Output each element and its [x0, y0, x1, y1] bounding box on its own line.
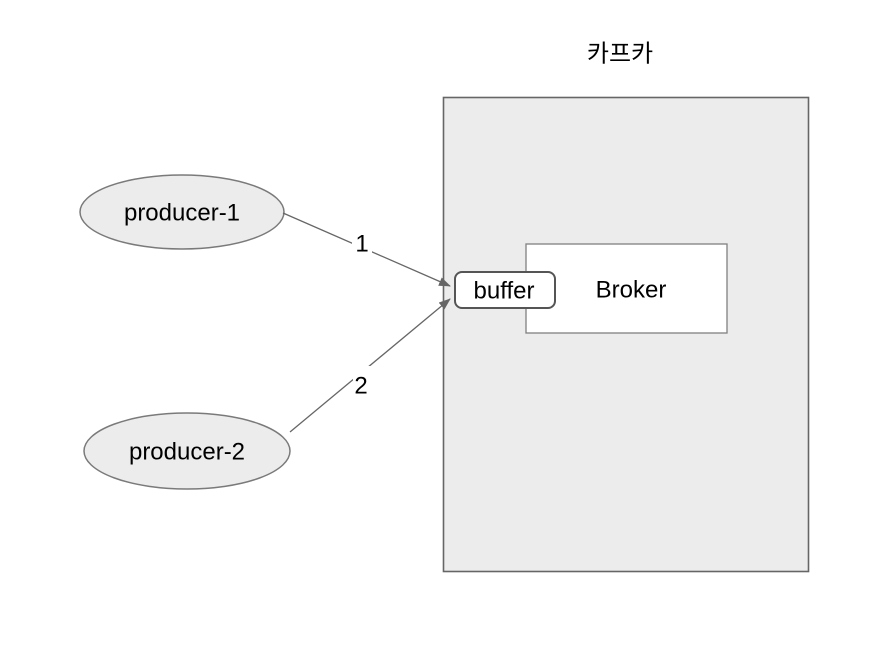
- producer-2-label: producer-2: [129, 439, 245, 466]
- producer-1-label: producer-1: [124, 200, 240, 227]
- producer-2-node: [83, 412, 291, 490]
- edge-label-1-background: [352, 237, 372, 255]
- producer-1-node: [79, 174, 285, 250]
- edge-producer2-to-buffer: [289, 298, 451, 433]
- buffer-node: [454, 271, 556, 309]
- broker-label: Broker: [596, 277, 667, 304]
- buffer-label: buffer: [474, 278, 535, 305]
- edge-label-2: 2: [354, 373, 367, 400]
- edge-label-2-background: [353, 366, 372, 392]
- broker-node: [525, 243, 728, 334]
- kafka-container-title: 카프카: [587, 41, 653, 68]
- edge-label-1: 1: [355, 231, 368, 258]
- kafka-container-box: [442, 96, 810, 573]
